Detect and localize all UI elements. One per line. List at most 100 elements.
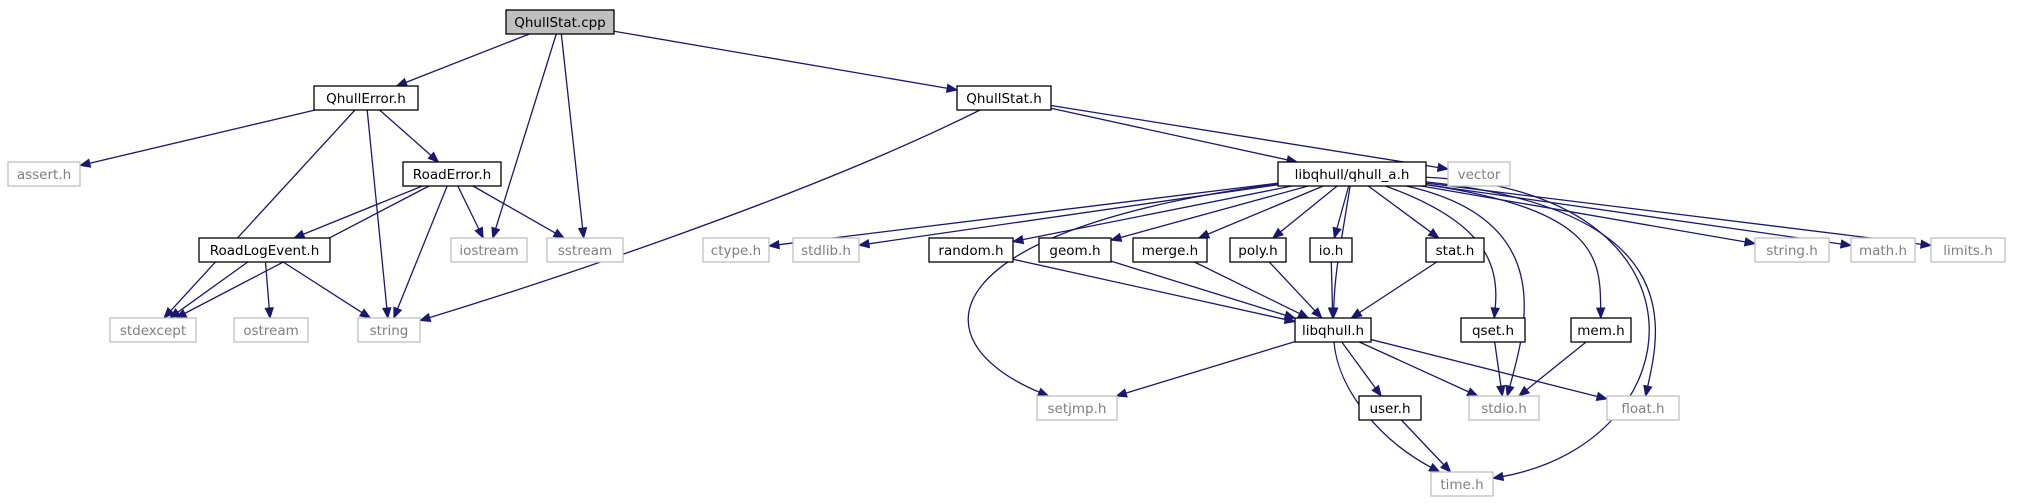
arrowhead-icon <box>767 239 781 250</box>
node-user-h[interactable]: user.h <box>1358 395 1422 421</box>
node-label: stdio.h <box>1481 401 1527 417</box>
node-poly-h[interactable]: poly.h <box>1229 237 1287 263</box>
node-box <box>1460 317 1526 343</box>
edge-qset-h-to-stdio-h <box>1494 341 1506 398</box>
edge-qhullstat-cpp-to-qhullerror-h <box>395 33 530 87</box>
node-vector: vector <box>1447 161 1511 187</box>
edge-qhullstat-h-to-vector <box>1050 104 1450 173</box>
edge-qhullerror-h-to-assert-h <box>78 109 316 168</box>
node-label: QhullStat.h <box>966 91 1042 107</box>
arrowhead-icon <box>1327 307 1338 320</box>
node-label: io.h <box>1319 243 1344 259</box>
node-box <box>1132 237 1208 263</box>
arrowhead-icon <box>1011 234 1025 245</box>
node-label: libqhull.h <box>1302 323 1364 339</box>
node-qhullstat-h[interactable]: QhullStat.h <box>956 85 1052 111</box>
edge-qhull-a-h-to-limits-h <box>1425 182 1933 249</box>
edge-io-h-to-libqhull-h <box>1327 261 1338 320</box>
node-string-h: string.h <box>1754 237 1830 263</box>
edge-libqhull-h-to-float-h <box>1370 338 1609 401</box>
arrowhead-icon <box>1371 384 1383 398</box>
edge-qhull-a-h-to-setjmp-h <box>967 183 1279 397</box>
arrowhead-icon <box>1517 385 1531 397</box>
edge-merge-h-to-libqhull-h <box>1194 261 1310 319</box>
node-label: limits.h <box>1943 243 1993 259</box>
node-label: stat.h <box>1436 243 1475 259</box>
node-label: assert.h <box>17 167 71 183</box>
arrowhead-icon <box>1466 387 1479 397</box>
node-label: iostream <box>459 243 518 259</box>
edge-qhull-a-h-to-math-h <box>1425 183 1853 249</box>
edge-qhull-a-h-to-ctype-h <box>767 182 1279 250</box>
node-setjmp-h: setjmp.h <box>1036 395 1118 421</box>
edge-qhullerror-h-to-stdexcept <box>163 109 356 319</box>
node-box <box>7 161 81 187</box>
node-box <box>402 161 502 187</box>
node-string: string <box>357 317 421 343</box>
node-qhull-a-h[interactable]: libqhull/qhull_a.h <box>1277 161 1427 187</box>
node-box <box>1430 471 1494 497</box>
edge-qhull-a-h-to-stdio-h <box>1406 185 1525 398</box>
node-box <box>1606 395 1680 421</box>
node-label: float.h <box>1621 401 1664 417</box>
edge-qhull-a-h-to-string-h <box>1421 185 1757 247</box>
node-label: mem.h <box>1577 323 1624 339</box>
edge-roadlogevent-h-to-stdexcept <box>168 261 249 319</box>
node-label: stdexcept <box>120 323 186 339</box>
node-mem-h[interactable]: mem.h <box>1570 317 1632 343</box>
node-label: stdlib.h <box>801 243 851 259</box>
node-merge-h[interactable]: merge.h <box>1132 237 1208 263</box>
edge-mem-h-to-stdio-h <box>1517 341 1587 397</box>
node-stdexcept: stdexcept <box>109 317 197 343</box>
node-iostream: iostream <box>450 237 528 263</box>
node-libqhull-h[interactable]: libqhull.h <box>1294 317 1372 343</box>
edge-qhullstat-h-to-string <box>418 109 981 322</box>
edge-roaderror-h-to-iostream <box>457 185 484 240</box>
node-roadlogevent-h[interactable]: RoadLogEvent.h <box>198 237 331 263</box>
edge-geom-h-to-libqhull-h <box>1110 260 1297 320</box>
node-random-h[interactable]: random.h <box>928 237 1014 263</box>
node-box <box>1850 237 1916 263</box>
node-box <box>792 237 860 263</box>
node-label: poly.h <box>1238 243 1278 259</box>
node-roaderror-h[interactable]: RoadError.h <box>402 161 502 187</box>
node-label: RoadError.h <box>413 167 491 183</box>
node-math-h: math.h <box>1850 237 1916 263</box>
node-stdio-h: stdio.h <box>1468 395 1540 421</box>
node-geom-h[interactable]: geom.h <box>1038 237 1112 263</box>
node-stat-h[interactable]: stat.h <box>1425 237 1485 263</box>
node-io-h[interactable]: io.h <box>1309 237 1353 263</box>
edge-qhullerror-h-to-string <box>366 109 392 320</box>
node-box <box>1425 237 1485 263</box>
node-label: string <box>370 323 409 339</box>
arrowhead-icon <box>1297 309 1310 319</box>
arrowhead-icon <box>1919 239 1933 249</box>
node-ostream: ostream <box>233 317 309 343</box>
arrowhead-icon <box>1427 227 1440 239</box>
arrowhead-icon <box>552 228 566 239</box>
edge-random-h-to-libqhull-h <box>1012 258 1297 324</box>
node-label: RoadLogEvent.h <box>210 243 320 259</box>
arrowhead-icon <box>393 306 403 320</box>
node-stdlib-h: stdlib.h <box>792 237 860 263</box>
edge-poly-h-to-libqhull-h <box>1268 261 1323 319</box>
node-qhullerror-h[interactable]: QhullError.h <box>313 85 419 111</box>
edge-roadlogevent-h-to-string <box>282 261 372 319</box>
edge-qhull-a-h-to-io-h <box>1332 185 1350 240</box>
node-box <box>1358 395 1422 421</box>
node-label: ostream <box>243 323 299 339</box>
arrowhead-icon <box>1271 227 1284 239</box>
arrowhead-icon <box>1496 384 1506 398</box>
node-box <box>956 85 1052 111</box>
node-label: QhullStat.cpp <box>514 15 606 31</box>
arrowhead-icon <box>264 307 274 320</box>
arrowhead-icon <box>945 83 959 93</box>
node-box <box>1754 237 1830 263</box>
arrowhead-icon <box>1436 162 1450 173</box>
node-qset-h[interactable]: qset.h <box>1460 317 1526 343</box>
node-box <box>1309 237 1353 263</box>
arrowhead-icon <box>491 226 501 240</box>
arrowhead-icon <box>292 229 306 239</box>
node-box <box>1038 237 1112 263</box>
node-label: setjmp.h <box>1048 401 1107 417</box>
